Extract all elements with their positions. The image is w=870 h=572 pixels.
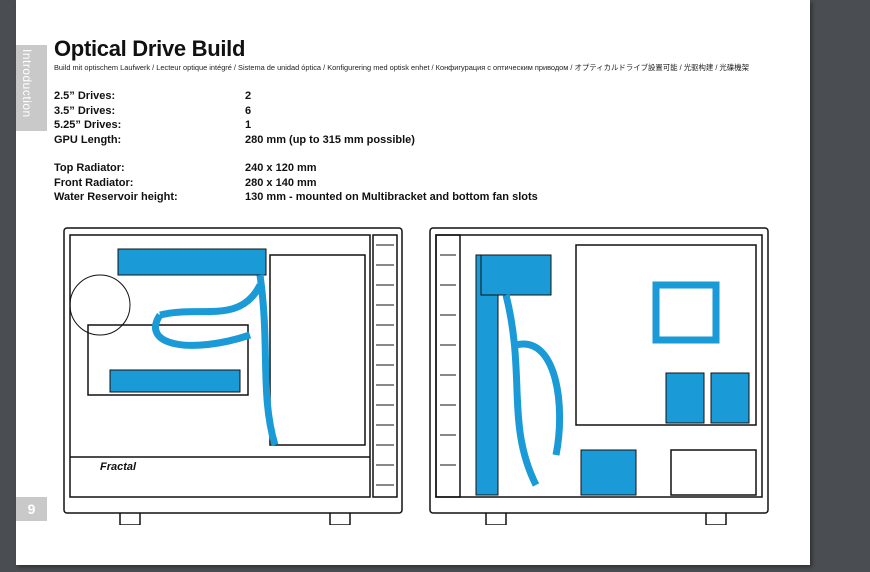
spec-value: 240 x 120 mm [245, 162, 317, 174]
page-number: 9 [16, 497, 47, 521]
spec-row: 5.25” Drives: 1 [54, 118, 415, 133]
spec-label: 2.5” Drives: [54, 90, 116, 102]
spec-row: 3.5” Drives: 6 [54, 104, 415, 119]
spec-label: 3.5” Drives: [54, 104, 116, 117]
spec-label: Water Reservoir height: [54, 191, 178, 203]
spec-row: Front Radiator: 280 x 140 mm [54, 176, 538, 191]
spec-row: GPU Length: 280 mm (up to 315 mm possible… [54, 133, 415, 148]
spec-row: Water Reservoir height: 130 mm - mounted … [54, 190, 538, 205]
spec-value: 1 [245, 119, 252, 131]
case-rear-illustration [429, 227, 769, 525]
spec-value: 280 mm (up to 315 mm possible) [245, 133, 415, 146]
document-page: Introduction 9 Optical Drive Build Build… [16, 0, 810, 565]
spec-row: 2.5” Drives: 2 [54, 89, 415, 104]
brand-logo: Fractal [100, 461, 137, 473]
section-label: Introduction [20, 49, 34, 118]
spec-label: GPU Length: [54, 133, 122, 146]
section-tab: Introduction [16, 45, 47, 131]
page-title: Optical Drive Build [54, 36, 246, 61]
spec-label: 5.25” Drives: [54, 119, 122, 131]
subtitle-translations: Build mit optischem Laufwerk / Lecteur o… [54, 63, 749, 72]
spec-value: 6 [245, 104, 252, 117]
cooling-specs: Top Radiator: 240 x 120 mm Front Radiator… [54, 161, 538, 205]
spec-label: Top Radiator: [54, 162, 125, 174]
spec-value: 130 mm - mounted on Multibracket and bot… [245, 191, 538, 203]
spec-row: Top Radiator: 240 x 120 mm [54, 161, 538, 176]
spec-label: Front Radiator: [54, 176, 134, 189]
spec-value: 2 [245, 90, 252, 102]
spec-value: 280 x 140 mm [245, 176, 317, 189]
drive-specs: 2.5” Drives: 2 3.5” Drives: 6 5.25” Drives… [54, 89, 415, 147]
case-front-illustration: Fractal [63, 227, 403, 525]
